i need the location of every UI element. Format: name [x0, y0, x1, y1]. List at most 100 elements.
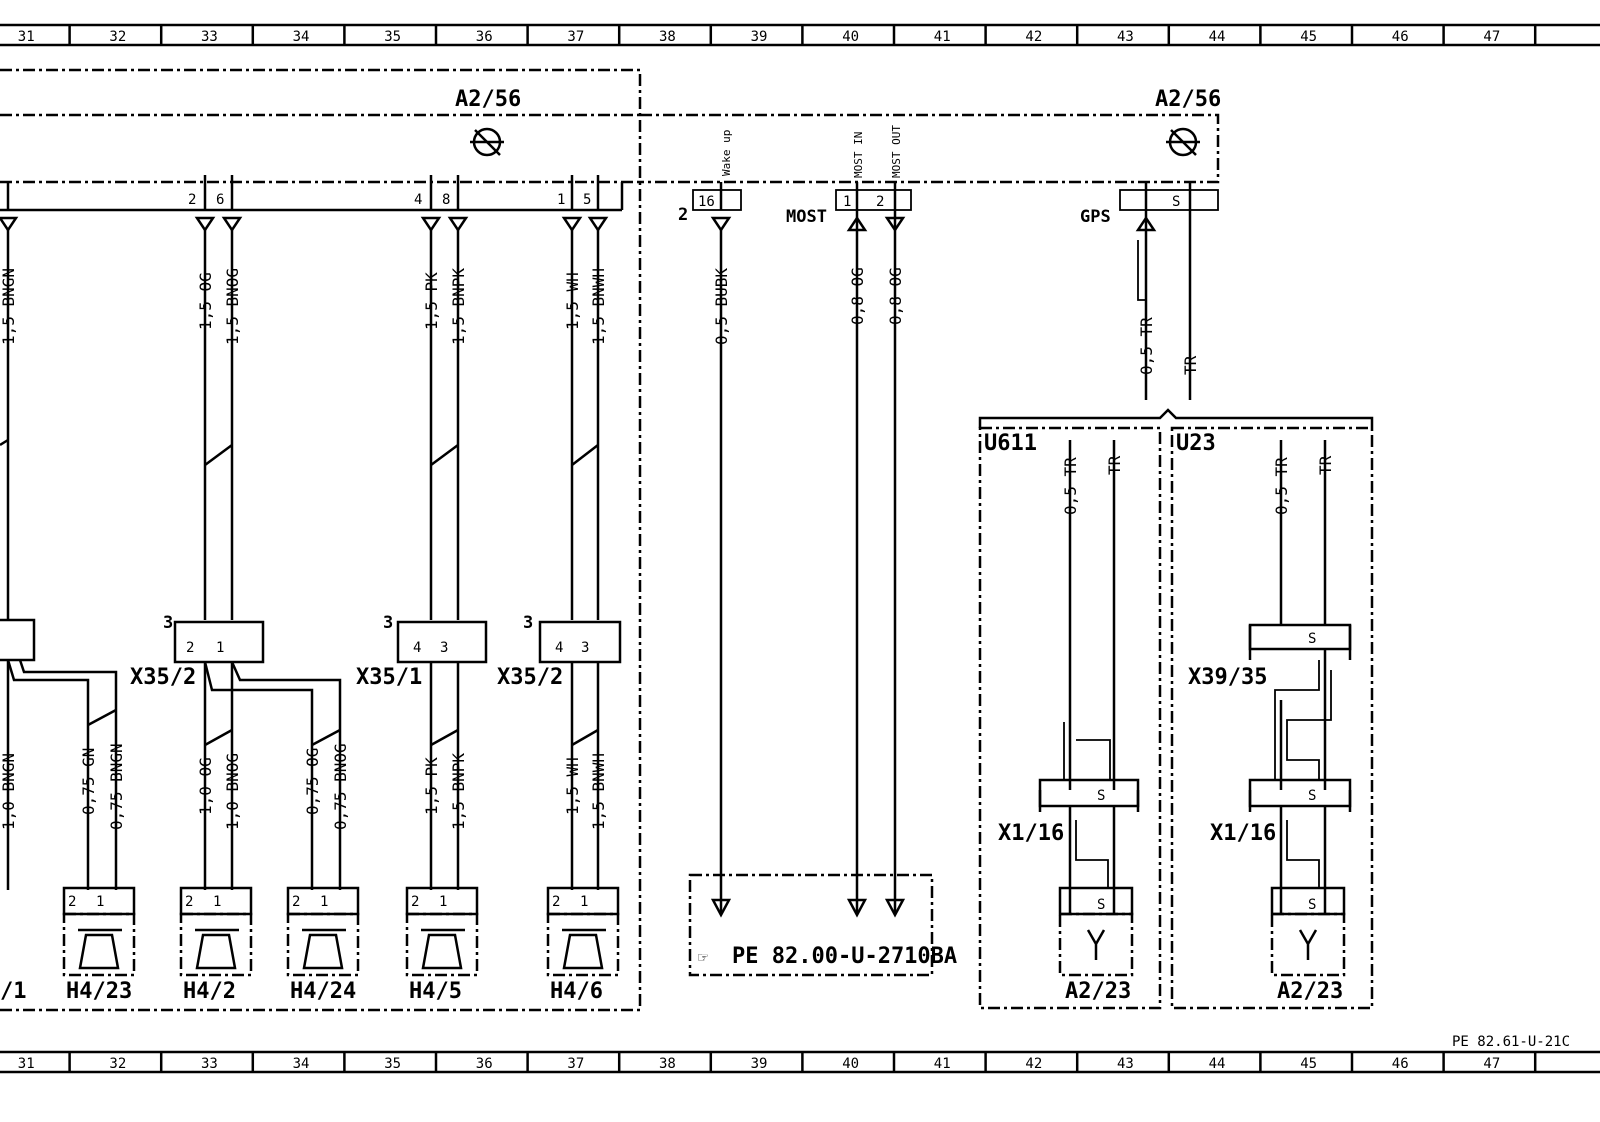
grid-column-label: 37 — [567, 1056, 584, 1072]
label-pins-p_6: 6 — [216, 192, 224, 208]
label-pins-p_2a: 2 — [188, 192, 196, 208]
label-shield: S — [1172, 194, 1180, 210]
label-wires-w36b: 1,5 BNPK — [449, 268, 468, 345]
grid-column-label: 39 — [751, 1056, 768, 1072]
connector-x35-2a: X35/2 — [130, 665, 196, 690]
grid-column-label: 35 — [384, 1056, 401, 1072]
label-shield: S — [1097, 897, 1105, 913]
label-wires-l36a: 1,5 PK — [422, 757, 441, 815]
speaker-pin: 1 — [96, 894, 104, 910]
module-u23: U23 0,5 TR TR S X39/35 S X1/16 S A2/23 — [1170, 426, 1374, 1010]
grid-column-label: 47 — [1483, 1056, 1500, 1072]
module-label-left: A2/56 — [455, 87, 521, 112]
label-wires-w37b: 1,5 BNWH — [589, 268, 608, 345]
label-wires-l34a: 0,75 OG — [303, 748, 322, 815]
grid-column-label: 45 — [1300, 1056, 1317, 1072]
control-unit-left: A2/56 — [0, 68, 642, 1012]
label-wires-w33a: 1,5 OG — [196, 272, 215, 330]
label-wires-w40b: 0,8 OG — [886, 267, 905, 325]
label-connector_pins-c1-0: 2 — [186, 640, 194, 656]
speaker-pin: 2 — [552, 894, 560, 910]
label-shield: S — [1308, 897, 1316, 913]
speaker-pin: 2 — [185, 894, 193, 910]
label-numbers-n3a: 3 — [163, 613, 173, 633]
grid-column-label: 31 — [18, 1056, 35, 1072]
label-wires-w44b: TR — [1181, 355, 1200, 375]
grid-column-label: 36 — [476, 1056, 493, 1072]
connector-x1-16a: X1/16 — [998, 821, 1064, 846]
speaker-pin: 1 — [213, 894, 221, 910]
grid-column-label: 43 — [1117, 29, 1134, 45]
label-wires-u611a: 0,5 TR — [1061, 457, 1080, 515]
module-label-right: A2/56 — [1155, 87, 1221, 112]
grid-column-label: 32 — [109, 29, 126, 45]
label-connector_pins-c2-0: 4 — [413, 640, 421, 656]
grid-column-label: 46 — [1392, 29, 1409, 45]
grid-column-label: 37 — [567, 29, 584, 45]
label-shield: S — [1308, 631, 1316, 647]
speaker-label: H4/2 — [183, 979, 236, 1004]
reference-box: ☞ PE 82.00-U-2710BA — [688, 873, 957, 977]
speaker-pin: 2 — [68, 894, 76, 910]
label-numbers-n2: 2 — [678, 205, 688, 225]
label-numbers-n3c: 3 — [523, 613, 533, 633]
wire-labels-upper: 1,5 BNGN 1,5 OG 1,5 BNOG 1,5 PK 1,5 BNPK… — [0, 267, 1200, 375]
grid-column-label: 44 — [1209, 1056, 1226, 1072]
speaker-label: H4/6 — [550, 979, 603, 1004]
label-connector_pins-c1-1: 1 — [216, 640, 224, 656]
label-pins-p_8: 8 — [442, 192, 450, 208]
label-wires-u23a: 0,5 TR — [1272, 457, 1291, 515]
label-pins-most1: 1 — [843, 194, 851, 210]
label-pins-wake: 16 — [698, 194, 715, 210]
label-numbers-n3b: 3 — [383, 613, 393, 633]
label-wires-l37b: 1,5 BNWH — [589, 753, 608, 830]
speaker-label: H4/23 — [66, 979, 132, 1004]
wires-upper — [0, 230, 906, 918]
label-wires-w36a: 1,5 PK — [422, 272, 441, 330]
grid-column-label: 46 — [1392, 1056, 1409, 1072]
speaker-pin: 2 — [411, 894, 419, 910]
label-wires-w33b: 1,5 BNOG — [223, 268, 242, 345]
grid-column-label: 35 — [384, 29, 401, 45]
connector-x39-35: X39/35 — [1188, 665, 1267, 690]
grid-column-label: 39 — [751, 29, 768, 45]
speaker-partial-label: /1 — [0, 979, 27, 1004]
bracket — [978, 408, 1374, 428]
grid-column-label: 42 — [1025, 1056, 1042, 1072]
wires-lower — [6, 659, 600, 890]
label-wires-w40a: 0,8 OG — [848, 267, 867, 325]
most-label: MOST — [786, 207, 827, 227]
grid-column-label: 40 — [842, 29, 859, 45]
module-symbol-right — [1166, 127, 1200, 157]
grid-column-label: 41 — [934, 29, 951, 45]
label-wires-l37a: 1,5 WH — [563, 757, 582, 815]
connectors-x35: 3 2 1 X35/2 3 4 3 X35/1 3 4 3 X35/2 — [0, 613, 622, 690]
label-wires-l32b: 0,75 BNGN — [107, 743, 126, 830]
grid-column-label: 45 — [1300, 29, 1317, 45]
grid-column-label: 38 — [659, 29, 676, 45]
label-shield: S — [1097, 788, 1105, 804]
hand-icon: ☞ — [698, 948, 708, 968]
grid-column-label: 38 — [659, 1056, 676, 1072]
label-wires-l34b: 0,75 BNOG — [331, 743, 350, 830]
grid-column-label: 31 — [18, 29, 35, 45]
grid-column-label: 42 — [1025, 29, 1042, 45]
label-wires-l33a: 1,0 OG — [196, 757, 215, 815]
label-wires-w31: 1,5 BNGN — [0, 268, 18, 345]
label-wires-u23b: TR — [1316, 455, 1335, 475]
upper-pins: 2 6 4 8 1 5 16 2 Wake up MOST 1 2 MOST I… — [0, 125, 1219, 430]
speaker-pin: 2 — [292, 894, 300, 910]
grid-column-label: 47 — [1483, 29, 1500, 45]
label-connector_pins-c3-0: 4 — [555, 640, 563, 656]
connector-x35-2b: X35/2 — [497, 665, 563, 690]
grid-column-label: 34 — [293, 29, 310, 45]
grid-column-label: 44 — [1209, 29, 1226, 45]
module-symbol-left — [470, 127, 504, 157]
